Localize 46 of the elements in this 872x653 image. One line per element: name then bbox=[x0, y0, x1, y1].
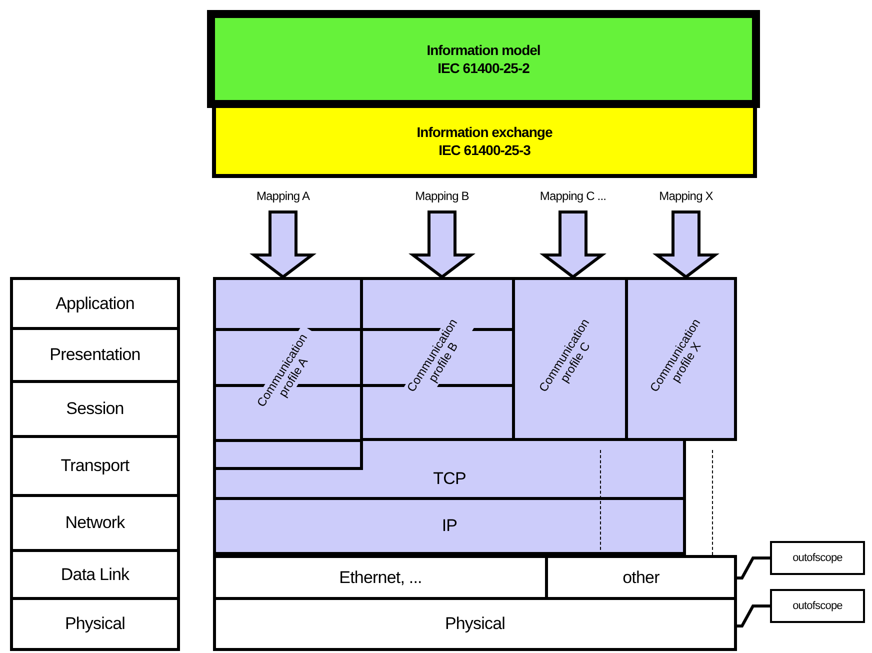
layer-name: IP bbox=[442, 516, 458, 536]
osi-layer-box bbox=[10, 435, 180, 497]
layer-name: Transport bbox=[60, 456, 130, 476]
block-arrow bbox=[652, 210, 720, 279]
layer-title: IEC 61400-25-3 bbox=[438, 141, 530, 159]
note-text: outofscope bbox=[792, 552, 842, 564]
note-box bbox=[770, 589, 865, 623]
mapping-label: Mapping A bbox=[256, 189, 310, 203]
layer-name: other bbox=[622, 568, 660, 588]
mapping-label: Mapping C ... bbox=[540, 189, 606, 203]
osi-layer-box bbox=[10, 549, 180, 600]
layer-box bbox=[207, 10, 760, 108]
leader-line bbox=[737, 556, 770, 580]
block-arrow bbox=[540, 210, 606, 279]
layer-title: IEC 61400-25-2 bbox=[438, 59, 530, 77]
layer-title: Information exchange bbox=[416, 123, 552, 141]
layer-name: Data Link bbox=[60, 564, 130, 584]
osi-layer-box bbox=[10, 277, 180, 330]
leader-line bbox=[737, 604, 770, 628]
layer-name: Presentation bbox=[50, 345, 140, 365]
osi-layer-box bbox=[10, 494, 180, 552]
layer-title: Information model bbox=[426, 41, 540, 59]
protocol-box bbox=[213, 597, 737, 651]
protocol-box bbox=[213, 497, 686, 555]
profile-column bbox=[512, 277, 628, 441]
protocol-box bbox=[545, 555, 737, 600]
mapping-label: Mapping B bbox=[415, 189, 469, 203]
layer-name: Physical bbox=[444, 614, 506, 634]
note-box bbox=[770, 541, 865, 575]
block-arrow bbox=[250, 210, 316, 279]
layer-name: Application bbox=[56, 294, 134, 314]
osi-layer-box bbox=[10, 597, 180, 651]
layer-name: Physical bbox=[64, 614, 126, 634]
block-arrow bbox=[408, 210, 476, 279]
protocol-box bbox=[213, 555, 548, 600]
layer-name: TCP bbox=[433, 469, 466, 489]
profile-column bbox=[360, 277, 515, 441]
profile-column bbox=[213, 277, 363, 470]
profile-column bbox=[625, 277, 737, 441]
osi-layer-box bbox=[10, 380, 180, 438]
layer-name: Network bbox=[65, 513, 125, 533]
mapping-label: Mapping X bbox=[659, 189, 713, 203]
osi-layer-box bbox=[10, 327, 180, 383]
layer-name: Session bbox=[66, 399, 124, 419]
note-text: outofscope bbox=[792, 600, 842, 612]
layer-name: Ethernet, ... bbox=[339, 568, 422, 588]
